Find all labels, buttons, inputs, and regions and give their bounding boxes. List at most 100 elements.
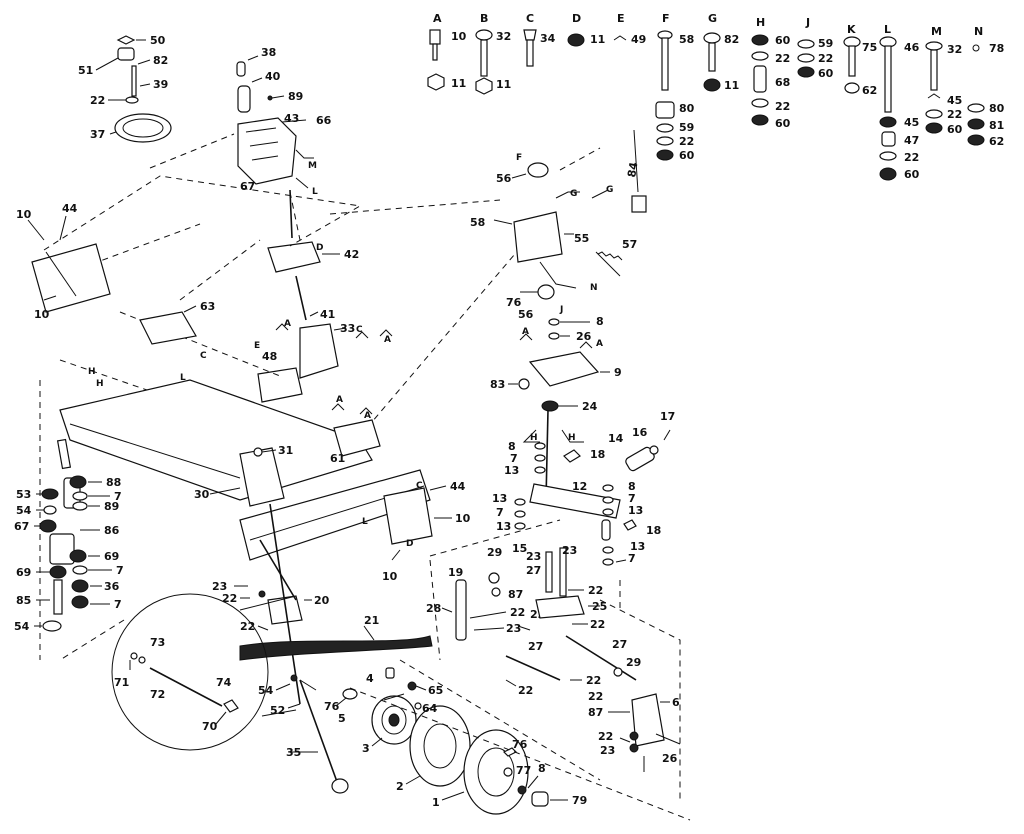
drag-link-27-icon xyxy=(505,655,561,681)
part-number-label: 11 xyxy=(590,33,605,46)
part-number-label: 62 xyxy=(862,84,877,97)
part-number-label: 28 xyxy=(426,602,441,615)
part-number-label: L xyxy=(884,23,891,36)
part-number-label: 22 xyxy=(510,606,525,619)
part-number-label: 59 xyxy=(679,121,694,134)
part-number-label: 11 xyxy=(451,77,466,90)
part-number-label: 71 xyxy=(114,676,129,689)
part-number-label: 13 xyxy=(492,492,507,505)
part-number-label: 20 xyxy=(314,594,330,607)
part-number-label: 55 xyxy=(574,232,589,245)
part-number-label: 17 xyxy=(660,410,675,423)
dash-housing-icon xyxy=(237,117,297,185)
bracket-44-icon xyxy=(383,487,433,545)
part-number-label: 76 xyxy=(506,296,522,309)
part-number-label: 73 xyxy=(150,636,165,649)
upper-shaft-group: 38 40 89 43 66 67 M L xyxy=(236,46,332,197)
part-number-label: 81 xyxy=(989,119,1004,132)
part-number-label: 67 xyxy=(14,520,29,533)
part-number-label: 62 xyxy=(989,135,1004,148)
part-number-label: 60 xyxy=(818,67,834,80)
part-number-label: 80 xyxy=(679,102,695,115)
part-number-label: 30 xyxy=(194,488,210,501)
part-number-label: A xyxy=(284,319,291,329)
part-number-label: 13 xyxy=(496,520,511,533)
part-number-label: 89 xyxy=(288,90,303,103)
bracket-33-icon xyxy=(299,323,339,379)
nut-h-icon xyxy=(751,34,769,46)
bushing-38-icon xyxy=(236,61,246,77)
part-number-label: 32 xyxy=(947,43,962,56)
part-number-label: 56 xyxy=(518,308,534,321)
part-number-label: 60 xyxy=(775,34,791,47)
part-number-label: 22 xyxy=(590,618,605,631)
part-number-label: 10 xyxy=(451,30,467,43)
main-frame-group: H H 30 31 xyxy=(59,367,431,561)
hw-letter-a: A xyxy=(433,12,442,25)
part-number-label: N xyxy=(974,25,983,38)
part-number-label: 9 xyxy=(614,366,622,379)
part-number-label: 57 xyxy=(622,238,637,251)
part-number-label: 8 xyxy=(508,440,516,453)
part-number-label: 86 xyxy=(104,524,120,537)
part-number-label: 22 xyxy=(775,100,790,113)
spacer-f-icon xyxy=(655,101,675,119)
detail-circle xyxy=(111,593,269,751)
part-number-label: D xyxy=(316,243,323,253)
part-number-label: K xyxy=(847,23,856,36)
steering-bracket-55-group: 56 F 55 58 G G N 57 76 56 J 84 xyxy=(470,129,647,321)
pulley-56-icon xyxy=(527,162,549,178)
part-number-label: 41 xyxy=(320,308,335,321)
part-number-label: L xyxy=(180,373,186,383)
axle-beam-icon xyxy=(239,469,431,561)
part-number-label: 23 xyxy=(526,550,541,563)
part-number-label: 87 xyxy=(588,706,603,719)
part-number-label: 18 xyxy=(590,448,605,461)
part-number-label: 14 xyxy=(608,432,624,445)
part-number-label: 8 xyxy=(596,315,604,328)
part-number-label: 7 xyxy=(628,492,636,505)
part-number-label: 22 xyxy=(598,730,613,743)
part-number-label: 51 xyxy=(78,64,93,77)
part-number-label: 69 xyxy=(104,550,119,563)
part-number-label: 5 xyxy=(338,712,346,725)
detail-inset: 73 71 72 74 70 xyxy=(59,593,297,751)
part-number-label: 45 xyxy=(904,116,919,129)
part-number-label: 22 xyxy=(222,592,237,605)
part-number-label: 23 xyxy=(506,622,521,635)
part-number-label: 76 xyxy=(324,700,340,713)
part-number-label: 22 xyxy=(947,108,962,121)
part-number-label: 60 xyxy=(947,123,963,136)
part-number-label: 22 xyxy=(904,151,919,164)
steering-wheel-icon xyxy=(114,113,172,143)
wheel-group: 3 2 1 4 65 76 5 64 76 77 8 79 xyxy=(324,659,691,821)
part-number-label: 42 xyxy=(344,248,359,261)
spring-57-icon xyxy=(595,251,621,277)
washer-j-icon xyxy=(797,39,815,49)
part-number-label: 27 xyxy=(526,564,541,577)
part-number-label: 83 xyxy=(490,378,505,391)
part-number-label: 79 xyxy=(572,794,587,807)
bracket-42-icon xyxy=(267,241,321,273)
part-number-label: 58 xyxy=(679,33,694,46)
part-number-label: 60 xyxy=(904,168,920,181)
part-number-label: 13 xyxy=(630,540,645,553)
part-number-label: J xyxy=(559,305,563,315)
part-number-label: 23 xyxy=(212,580,227,593)
bracket-55-icon xyxy=(513,211,563,263)
cap-79-icon xyxy=(531,791,549,807)
part-number-label: 26 xyxy=(662,752,678,765)
part-number-label: 70 xyxy=(202,720,218,733)
part-number-label: 7 xyxy=(510,452,518,465)
center-linkage-group: 19 29 87 28 22 23 22 25 23 23 27 15 22 2… xyxy=(426,519,641,719)
part-number-label: 26 xyxy=(576,330,592,343)
part-number-label: C xyxy=(416,481,423,491)
part-number-label: B xyxy=(480,12,488,25)
part-number-label: H xyxy=(756,16,765,29)
part-number-label: 67 xyxy=(240,180,255,193)
part-number-label: 60 xyxy=(775,117,791,130)
insert-icon xyxy=(117,47,135,61)
part-number-label: N xyxy=(590,283,598,293)
